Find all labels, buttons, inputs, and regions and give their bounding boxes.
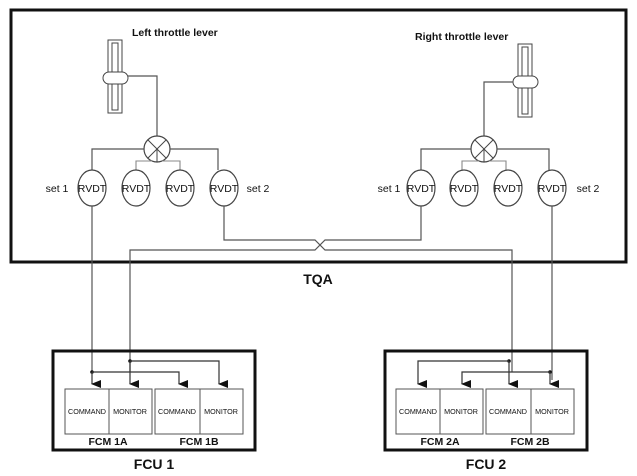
rvdt-label: RVDT bbox=[122, 183, 151, 195]
left-set1-label: set 1 bbox=[46, 183, 69, 195]
command-label: COMMAND bbox=[399, 407, 437, 416]
monitor-label: MONITOR bbox=[204, 407, 238, 416]
fcm-monitor-channel bbox=[108, 388, 153, 435]
fcm-command-channel bbox=[154, 388, 201, 435]
fcm-monitor-channel bbox=[199, 388, 244, 435]
rvdt-circle bbox=[493, 169, 523, 207]
monitor-label: MONITOR bbox=[535, 407, 569, 416]
fcu1-box bbox=[51, 349, 257, 452]
monitor-label: MONITOR bbox=[444, 407, 478, 416]
fcu2-distribution bbox=[417, 359, 559, 388]
right-rvdt-group: RVDT RVDT RVDT RVDT set 1 set 2 bbox=[378, 169, 600, 207]
command-label: COMMAND bbox=[158, 407, 196, 416]
fcm-label: FCM 2A bbox=[420, 436, 460, 448]
rvdt-label: RVDT bbox=[407, 183, 436, 195]
fcm-label: FCM 1B bbox=[179, 436, 219, 448]
left-rvdt-group: RVDT RVDT RVDT RVDT set 1 set 2 bbox=[46, 169, 270, 207]
rvdt-circle bbox=[449, 169, 479, 207]
rvdt-label: RVDT bbox=[494, 183, 523, 195]
fcm-command-channel bbox=[485, 388, 532, 435]
fcm-monitor-channel bbox=[439, 388, 484, 435]
rvdt-label: RVDT bbox=[78, 183, 107, 195]
monitor-label: MONITOR bbox=[113, 407, 147, 416]
left-throttle-lever: Left throttle lever bbox=[102, 27, 218, 136]
right-set2-label: set 2 bbox=[577, 183, 600, 195]
right-throttle-lever: Right throttle lever bbox=[415, 31, 539, 136]
fcm-label: FCM 1A bbox=[88, 436, 128, 448]
rvdt-label: RVDT bbox=[166, 183, 195, 195]
tqa-label: TQA bbox=[303, 271, 333, 287]
right-set1-label: set 1 bbox=[378, 183, 401, 195]
rvdt-circle bbox=[165, 169, 195, 207]
rvdt-label: RVDT bbox=[538, 183, 567, 195]
fcm-label: FCM 2B bbox=[510, 436, 550, 448]
right-lever-knob bbox=[512, 75, 539, 89]
fcm-command-channel bbox=[395, 388, 441, 435]
fcm-1b: COMMAND MONITOR FCM 1B bbox=[154, 388, 244, 448]
tqa-box bbox=[9, 8, 628, 264]
rvdt-label: RVDT bbox=[450, 183, 479, 195]
fcm-2b: COMMAND MONITOR FCM 2B bbox=[485, 388, 575, 448]
right-summing-junction bbox=[470, 135, 498, 163]
left-lever-knob bbox=[102, 71, 129, 85]
fcm-2a: COMMAND MONITOR FCM 2A bbox=[395, 388, 484, 448]
left-summing-junction bbox=[143, 135, 171, 163]
fcm-1a: COMMAND MONITOR FCM 1A bbox=[64, 388, 153, 448]
crossover-wiring bbox=[129, 206, 513, 372]
left-set2-label: set 2 bbox=[247, 183, 270, 195]
fcu1-distribution bbox=[90, 359, 228, 388]
rvdt-label: RVDT bbox=[210, 183, 239, 195]
fcu1-label: FCU 1 bbox=[134, 456, 175, 472]
fcu2-label: FCU 2 bbox=[466, 456, 507, 472]
fcm-monitor-channel bbox=[530, 388, 575, 435]
left-throttle-label: Left throttle lever bbox=[132, 27, 218, 39]
command-label: COMMAND bbox=[489, 407, 527, 416]
rvdt-circle bbox=[121, 169, 151, 207]
fcu2-box bbox=[383, 349, 589, 452]
right-throttle-label: Right throttle lever bbox=[415, 31, 508, 43]
command-label: COMMAND bbox=[68, 407, 106, 416]
